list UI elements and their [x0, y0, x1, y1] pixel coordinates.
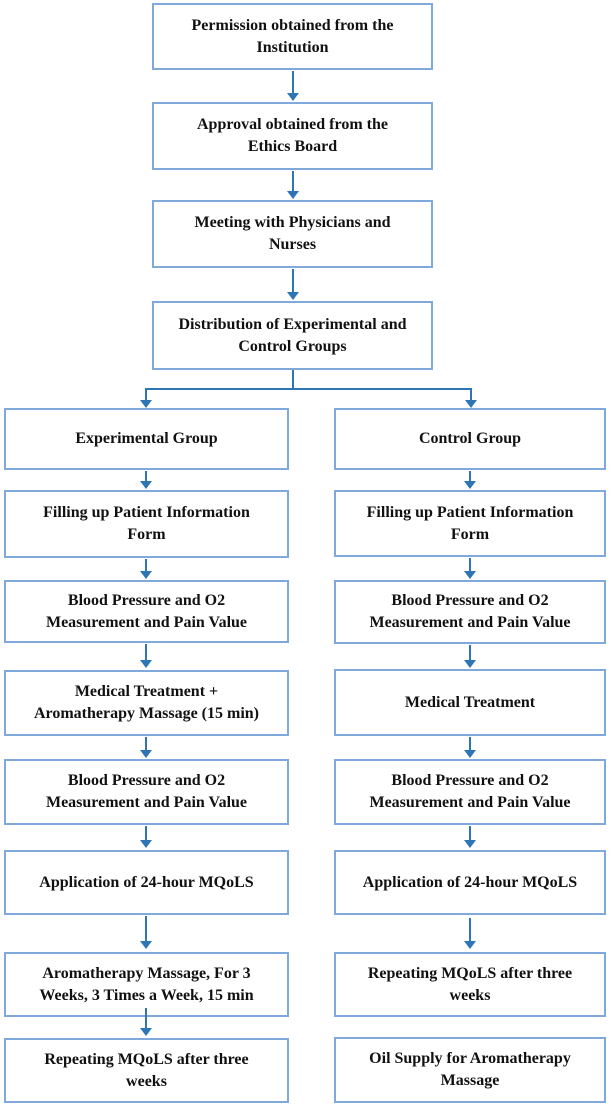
- ctrl-mqols-repeat-label: Repeating MQoLS after three weeks: [367, 964, 573, 1004]
- exp-vitals-pre-label: Blood Pressure and O2 Measurement and Pa…: [45, 591, 248, 631]
- arrow-down-icon: [139, 737, 153, 758]
- physicians-meeting-box: Meeting with Physicians and Nurses: [152, 200, 433, 268]
- arrow-down-icon: [463, 737, 477, 758]
- arrow-down-icon: [463, 826, 477, 848]
- ctrl-oil-supply-label: Oil Supply for Aromatherapy Massage: [369, 1050, 571, 1089]
- arrow-down-icon: [139, 471, 153, 489]
- control-group-label: Control Group: [418, 430, 522, 448]
- exp-treatment-box: Medical Treatment + Aromatherapy Massage…: [4, 670, 289, 736]
- ctrl-vitals-post-label: Blood Pressure and O2 Measurement and Pa…: [369, 772, 571, 811]
- ctrl-mqols-repeat-box: Repeating MQoLS after three weeks: [334, 952, 606, 1017]
- exp-mqols-label: Application of 24-hour MQoLS: [39, 873, 254, 891]
- ctrl-mqols-box: Application of 24-hour MQoLS: [334, 850, 606, 915]
- ctrl-treatment-box: Medical Treatment: [334, 669, 606, 736]
- exp-mqols-box: Application of 24-hour MQoLS: [4, 850, 289, 915]
- arrow-down-icon: [139, 916, 153, 949]
- exp-mqols-repeat-label: Repeating MQoLS after three weeks: [44, 1050, 249, 1090]
- exp-patient-info-box: Filling up Patient Information Form: [4, 490, 289, 558]
- arrow-down-icon: [463, 918, 477, 949]
- ctrl-vitals-post-box: Blood Pressure and O2 Measurement and Pa…: [334, 759, 606, 825]
- split-connector-bar: [145, 388, 472, 390]
- ethics-approval-box: Approval obtained from the Ethics Board: [152, 102, 433, 170]
- arrow-down-icon: [464, 389, 478, 408]
- ethics-approval-label: Approval obtained from the Ethics Board: [197, 116, 388, 155]
- permission-label: Permission obtained from the Institution: [191, 16, 394, 56]
- arrow-down-icon: [139, 644, 153, 668]
- arrow-down-icon: [286, 171, 300, 199]
- exp-treatment-label: Medical Treatment + Aromatherapy Massage…: [33, 683, 259, 722]
- experimental-group-label: Experimental Group: [75, 430, 218, 448]
- arrow-down-icon: [139, 389, 153, 408]
- group-distribution-box: Distribution of Experimental and Control…: [152, 301, 433, 370]
- ctrl-treatment-label: Medical Treatment: [404, 693, 536, 711]
- exp-patient-info-label: Filling up Patient Information Form: [43, 504, 250, 543]
- arrow-down-icon: [463, 558, 477, 579]
- ctrl-vitals-pre-label: Blood Pressure and O2 Measurement and Pa…: [369, 592, 571, 631]
- exp-vitals-post-label: Blood Pressure and O2 Measurement and Pa…: [45, 772, 248, 811]
- arrow-down-icon: [139, 826, 153, 848]
- exp-vitals-pre-box: Blood Pressure and O2 Measurement and Pa…: [4, 580, 289, 643]
- exp-massage-schedule-label: Aromatherapy Massage, For 3 Weeks, 3 Tim…: [39, 964, 254, 1004]
- ctrl-vitals-pre-box: Blood Pressure and O2 Measurement and Pa…: [334, 580, 606, 644]
- arrow-down-icon: [286, 269, 300, 300]
- arrow-down-icon: [139, 1008, 153, 1036]
- ctrl-patient-info-label: Filling up Patient Information Form: [366, 503, 574, 543]
- physicians-meeting-label: Meeting with Physicians and Nurses: [194, 214, 391, 253]
- ctrl-mqols-label: Application of 24-hour MQoLS: [362, 873, 578, 891]
- exp-massage-schedule-box: Aromatherapy Massage, For 3 Weeks, 3 Tim…: [4, 952, 289, 1017]
- ctrl-oil-supply-box: Oil Supply for Aromatherapy Massage: [334, 1037, 606, 1103]
- arrow-down-icon: [286, 71, 300, 101]
- arrow-down-icon: [463, 471, 477, 489]
- exp-vitals-post-box: Blood Pressure and O2 Measurement and Pa…: [4, 759, 289, 825]
- group-distribution-label: Distribution of Experimental and Control…: [178, 315, 407, 355]
- ctrl-patient-info-box: Filling up Patient Information Form: [334, 490, 606, 557]
- permission-box: Permission obtained from the Institution: [152, 3, 433, 70]
- arrow-down-icon: [139, 559, 153, 579]
- exp-mqols-repeat-box: Repeating MQoLS after three weeks: [4, 1038, 289, 1103]
- arrow-down-icon: [463, 645, 477, 668]
- split-connector-stem: [292, 370, 294, 389]
- experimental-group-box: Experimental Group: [4, 408, 289, 470]
- control-group-box: Control Group: [334, 408, 606, 470]
